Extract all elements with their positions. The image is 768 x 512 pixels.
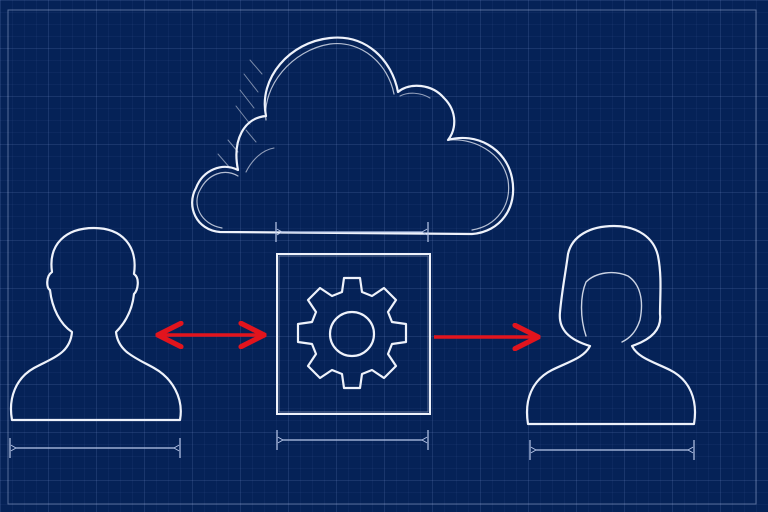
user-left-dimension-line [9,438,181,458]
cloud-dimension-line [275,222,429,242]
female-user-icon [526,224,696,426]
cloud-icon [191,36,515,236]
gear-icon [296,276,408,390]
user-right-dimension-line [529,440,695,460]
processor-dimension-line [276,430,429,450]
processor-box [276,253,431,415]
blueprint-frame [7,9,757,505]
male-user-icon [9,226,182,422]
